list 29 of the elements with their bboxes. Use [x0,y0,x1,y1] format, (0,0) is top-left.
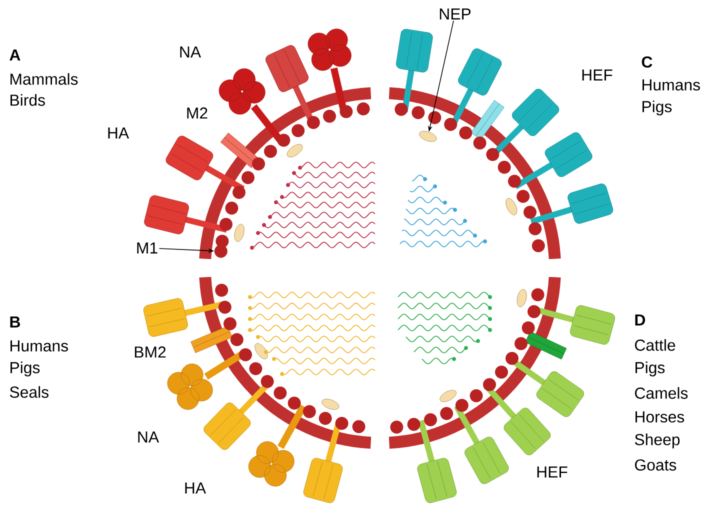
protein-label: NA [180,46,202,58]
protein-label: HA [108,128,130,138]
host-name: Seals [10,386,48,398]
host-name: Goats [635,459,676,471]
protein-label: HEF [537,466,568,478]
host-name: Pigs [636,362,665,376]
panel-letter: A [10,50,20,60]
host-name: Humans [642,79,700,91]
panel-letter: D [635,314,646,326]
protein-label: BM2 [134,346,166,358]
host-name: Camels [635,387,688,399]
protein-label: HA [185,482,206,494]
host-name: Humans [10,340,68,352]
host-name: Mammals [10,73,78,85]
panel-letter: B [10,316,20,328]
nep-protein [419,130,437,142]
protein-label: NEP [440,8,471,20]
protein-label: NA [138,432,160,442]
host-name: Sheep [634,434,680,448]
host-name: Pigs [10,362,40,376]
matrix-protein-ball [214,244,228,258]
host-name: Horses [636,411,684,423]
host-name: Cattle [635,339,676,351]
host-name: Birds [10,94,45,106]
protein-label: M1 [137,242,158,254]
panel-letter: C [642,56,652,68]
protein-label: HEF [582,70,612,80]
protein-label: M2 [187,107,208,119]
host-name: Pigs [642,100,672,116]
